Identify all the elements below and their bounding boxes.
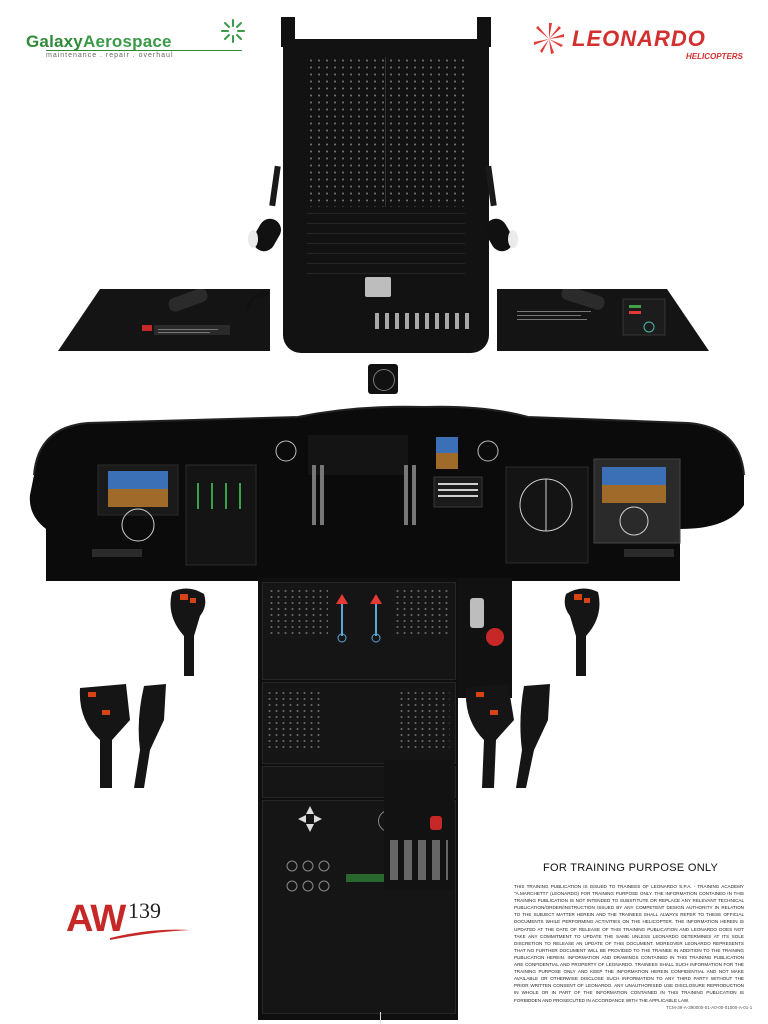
side-panel-right (497, 289, 709, 351)
overhead-divider (385, 57, 386, 207)
overhead-circuit-breaker-grid (307, 57, 465, 207)
curved-arrow-icon (246, 289, 269, 311)
leonardo-wordmark: LEONARDO (572, 26, 706, 51)
lamp-lens-right (508, 230, 518, 248)
collective-grips-right (465, 684, 550, 788)
star-burst-icon (221, 19, 245, 43)
overhead-display-window (365, 277, 391, 297)
instrument-panel (28, 405, 746, 583)
leonardo-helicopters-logo: LEONARDO HELICOPTERS (530, 20, 752, 64)
galaxy-logo-wordmark: GalaxyAerospace (26, 32, 172, 51)
aw139-logo: AW 139 (66, 898, 196, 944)
galaxy-logo-rule (46, 50, 242, 51)
pedestal-lower-controls (286, 806, 330, 892)
red-guard-button (486, 628, 504, 646)
training-title: FOR TRAINING PURPOSE ONLY (543, 862, 719, 874)
pedestal-lower-right-panel (384, 760, 454, 890)
aw139-swoosh (110, 929, 190, 940)
fold-mark (380, 1012, 381, 1024)
cyclic-grip-left (170, 588, 206, 676)
compass-ring (373, 369, 395, 391)
aw139-prefix: AW (66, 898, 126, 940)
document-code: TCM-39-A-390000-01-A0-00-01000-A-01-1 (666, 1005, 753, 1010)
overhead-console (281, 17, 491, 353)
pedestal-center-gauges (336, 594, 382, 643)
leonardo-subtitle: HELICOPTERS (686, 52, 743, 61)
cyclic-grip-right (564, 588, 600, 676)
training-disclaimer: This training publication is issued to t… (514, 884, 744, 1003)
rose-fan-icon (534, 23, 564, 54)
map-lamp-left (246, 165, 286, 256)
overhead-switch-strip (375, 313, 471, 329)
pedestal-green-label (346, 874, 386, 882)
side-panel-left (58, 289, 270, 351)
galaxy-logo-tagline: maintenance . repair . overhaul (46, 52, 174, 59)
standby-compass (368, 364, 398, 394)
collective-grips-left (79, 684, 166, 788)
pedestal-right-panel (458, 578, 512, 698)
galaxy-aerospace-logo: GalaxyAerospace maintenance . repair . o… (26, 18, 246, 68)
overhead-control-rows (307, 213, 465, 283)
aw139-number: 139 (128, 898, 161, 923)
map-lamp-right (480, 165, 520, 256)
lamp-lens-left (248, 230, 258, 248)
